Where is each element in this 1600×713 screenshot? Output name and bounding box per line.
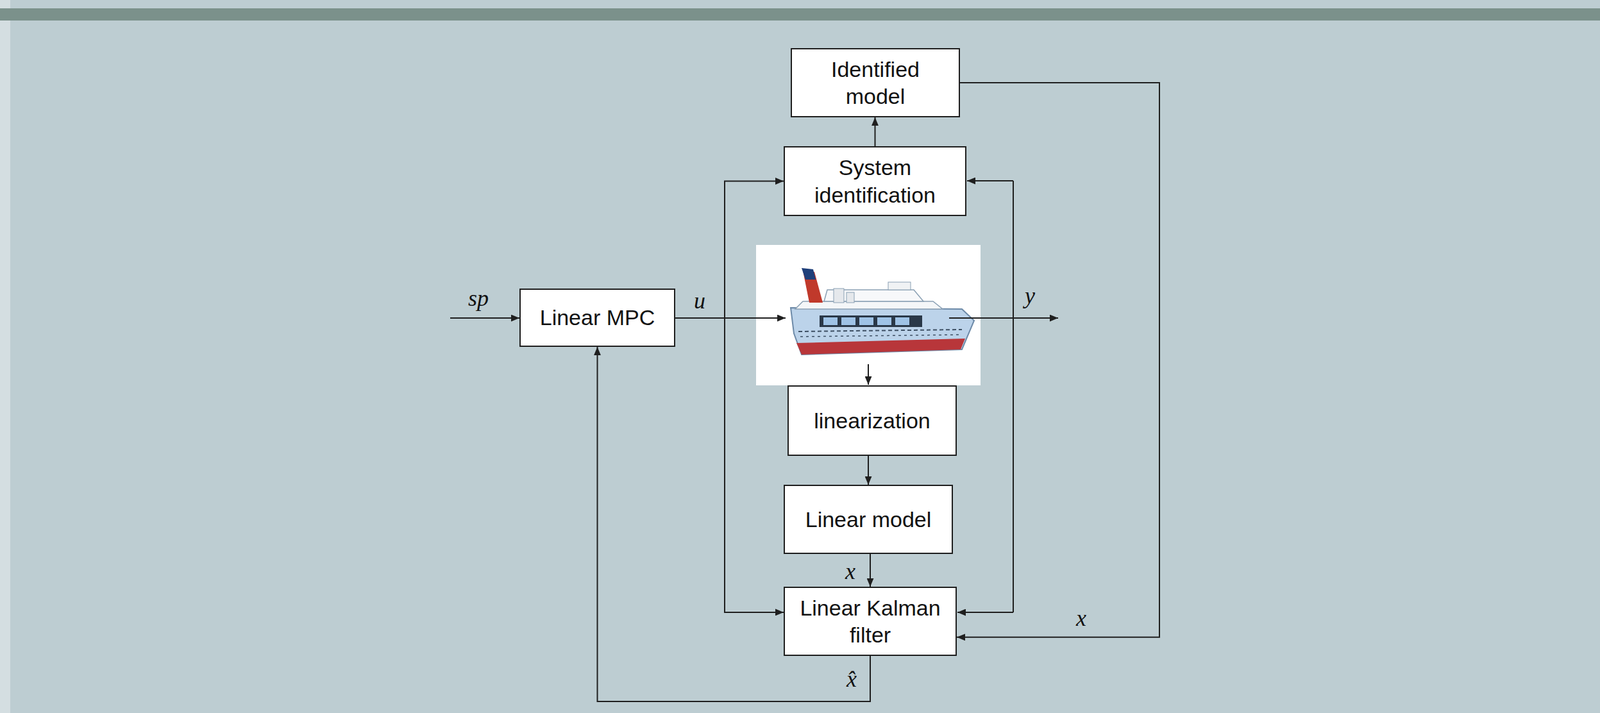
signal-name: sp — [466, 286, 490, 312]
signal-connector — [956, 82, 1160, 638]
ship-to-linearization-line — [867, 364, 869, 385]
process-box: System identification — [783, 146, 967, 217]
box-label: Identified model — [799, 55, 952, 111]
box-label: System identification — [792, 153, 958, 209]
output-to-kalman-line — [957, 611, 1014, 614]
signal-name: u — [692, 288, 707, 315]
ship-illustration — [756, 244, 981, 386]
box-label: linearization — [813, 407, 930, 435]
signal-name: y — [1023, 283, 1037, 310]
signal-name: x — [843, 559, 857, 585]
box-label: Linear Kalman filter — [792, 594, 948, 649]
box-label: Linear model — [805, 505, 932, 534]
controller-box: Linear MPC — [519, 288, 676, 347]
top-bar — [0, 8, 1600, 21]
signal-connector — [675, 181, 784, 319]
signal-connector — [874, 117, 876, 147]
output-branch-line — [1012, 180, 1014, 613]
filter-box: Linear Kalman filter — [783, 586, 957, 657]
output-line — [949, 317, 1059, 319]
box-label: Linear MPC — [539, 303, 656, 332]
model-box: Identified model — [790, 48, 960, 118]
output-to-sysid-line — [967, 180, 1014, 182]
signal-connector — [675, 318, 784, 613]
side-strip — [0, 0, 11, 713]
process-box: linearization — [787, 385, 957, 456]
model-box: Linear model — [783, 484, 953, 555]
setpoint-line — [450, 317, 520, 319]
signal-name: x — [1074, 606, 1088, 632]
signal-name: x̂ — [845, 666, 859, 693]
signal-connector — [869, 554, 871, 587]
signal-connector — [867, 455, 869, 485]
